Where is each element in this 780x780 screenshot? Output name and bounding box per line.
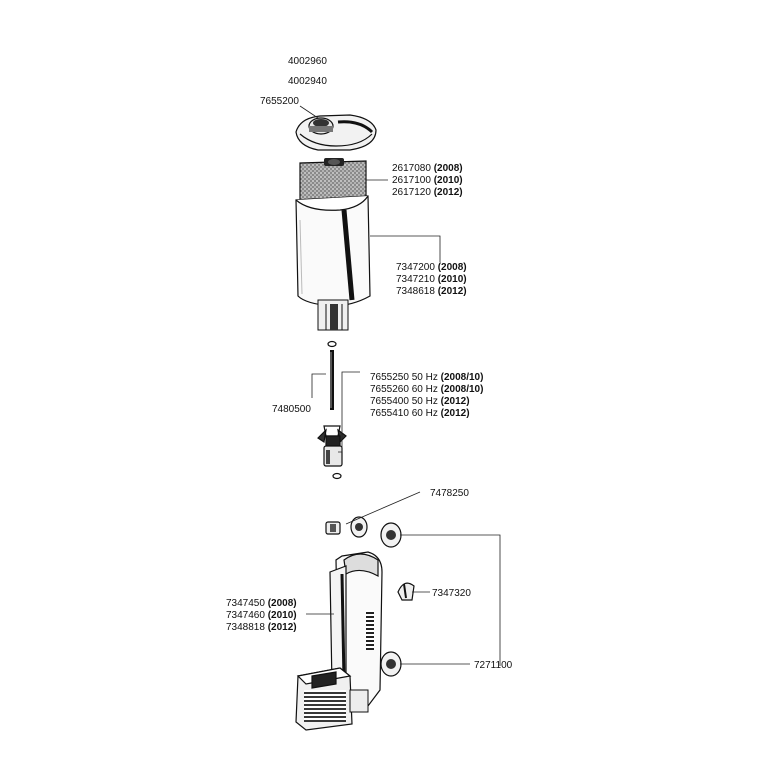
impeller-year-2: (2008/10) bbox=[441, 384, 484, 395]
leader-impeller bbox=[338, 371, 360, 453]
label-4002960: 4002960 bbox=[288, 56, 327, 67]
svg-text:7348618 (2012): 7348618 (2012) bbox=[396, 286, 467, 297]
impeller-year-4: (2012) bbox=[441, 408, 470, 419]
housing-year-1: (2008) bbox=[438, 262, 467, 273]
housing-labels: 7347200 (2008) 7347210 (2010) 7348618 (2… bbox=[396, 262, 467, 297]
impeller-code-4: 7655410 bbox=[370, 408, 409, 419]
part-labels: 4002960 4002940 7655200 2617080 (2008) 2… bbox=[226, 56, 513, 671]
label-7478250: 7478250 bbox=[430, 488, 469, 499]
clip-part bbox=[397, 582, 415, 601]
filter-housing-part bbox=[295, 195, 371, 331]
svg-text:7347210 (2010): 7347210 (2010) bbox=[396, 274, 467, 285]
motor-code-3: 7348818 bbox=[226, 622, 265, 633]
impeller-hz-1: 50 Hz bbox=[412, 372, 438, 383]
svg-text:7655400 50 Hz (2012): 7655400 50 Hz (2012) bbox=[370, 396, 470, 407]
leader-housing bbox=[370, 235, 441, 262]
svg-text:7347450 (2008): 7347450 (2008) bbox=[226, 598, 297, 609]
svg-text:2617080 (2008): 2617080 (2008) bbox=[392, 163, 463, 174]
foam-year-3: (2012) bbox=[434, 187, 463, 198]
motor-code-2: 7347460 bbox=[226, 610, 265, 621]
svg-text:7655410 60 Hz (2012): 7655410 60 Hz (2012) bbox=[370, 408, 470, 419]
label-7271100: 7271100 bbox=[474, 660, 513, 671]
svg-text:7347200 (2008): 7347200 (2008) bbox=[396, 262, 467, 273]
leader-shaft bbox=[311, 373, 326, 398]
housing-code-1: 7347200 bbox=[396, 262, 435, 273]
impeller-code-2: 7655260 bbox=[370, 384, 409, 395]
impeller-year-1: (2008/10) bbox=[441, 372, 484, 383]
motor-code-1: 7347450 bbox=[226, 598, 265, 609]
foam-year-2: (2010) bbox=[434, 175, 463, 186]
leader-lines bbox=[299, 105, 501, 666]
motor-year-2: (2010) bbox=[268, 610, 297, 621]
leader-7655200 bbox=[299, 105, 319, 119]
svg-text:2617100 (2010): 2617100 (2010) bbox=[392, 175, 463, 186]
impeller-year-3: (2012) bbox=[441, 396, 470, 407]
svg-text:2617120 (2012): 2617120 (2012) bbox=[392, 187, 463, 198]
impeller-hz-2: 60 Hz bbox=[412, 384, 438, 395]
svg-text:7348818 (2012): 7348818 (2012) bbox=[226, 622, 297, 633]
motor-block-part bbox=[295, 551, 383, 731]
label-4002940: 4002940 bbox=[288, 76, 327, 87]
foam-code-1: 2617080 bbox=[392, 163, 431, 174]
impeller-hz-3: 50 Hz bbox=[412, 396, 438, 407]
foam-year-1: (2008) bbox=[434, 163, 463, 174]
label-7347320: 7347320 bbox=[432, 588, 471, 599]
svg-text:7655250 50 Hz (2008/10): 7655250 50 Hz (2008/10) bbox=[370, 372, 483, 383]
motor-year-1: (2008) bbox=[268, 598, 297, 609]
leader-7478250 bbox=[345, 491, 421, 525]
label-7655200: 7655200 bbox=[260, 96, 299, 107]
impeller-code-3: 7655400 bbox=[370, 396, 409, 407]
motor-year-3: (2012) bbox=[268, 622, 297, 633]
connector-part bbox=[325, 516, 402, 548]
svg-text:7655260 60 Hz (2008/10): 7655260 60 Hz (2008/10) bbox=[370, 384, 483, 395]
motor-block-labels: 7347450 (2008) 7347460 (2010) 7348818 (2… bbox=[226, 598, 297, 633]
housing-year-2: (2010) bbox=[438, 274, 467, 285]
svg-text:7347460 (2010): 7347460 (2010) bbox=[226, 610, 297, 621]
label-7480500: 7480500 bbox=[272, 404, 311, 415]
impeller-hz-4: 60 Hz bbox=[412, 408, 438, 419]
housing-code-2: 7347210 bbox=[396, 274, 435, 285]
shaft-part bbox=[327, 340, 337, 410]
foam-code-2: 2617100 bbox=[392, 175, 431, 186]
foam-code-3: 2617120 bbox=[392, 187, 431, 198]
impeller-labels: 7655250 50 Hz (2008/10) 7655260 60 Hz (2… bbox=[370, 372, 483, 419]
impeller-code-1: 7655250 bbox=[370, 372, 409, 383]
housing-year-3: (2012) bbox=[438, 286, 467, 297]
foam-filter-labels: 2617080 (2008) 2617100 (2010) 2617120 (2… bbox=[392, 163, 463, 198]
top-cap-part bbox=[295, 114, 377, 151]
housing-code-3: 7348618 bbox=[396, 286, 435, 297]
suction-cup-part bbox=[380, 651, 402, 677]
leader-7271100-upper bbox=[400, 534, 501, 666]
